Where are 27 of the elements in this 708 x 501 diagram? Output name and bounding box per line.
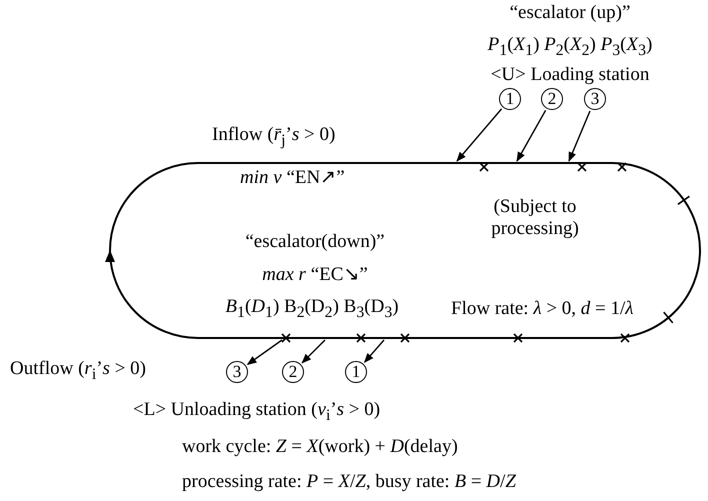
leader-arrow [302,340,326,364]
annotation-text: “escalator (up)” [510,2,630,24]
annotation-text: min v “EN↗” [240,167,345,189]
annotation-text: Flow rate: λ > 0, d = 1/λ [451,298,634,320]
annotation-text: “escalator(down)” [245,231,385,253]
leader-arrow [516,110,546,162]
annotation-text: <U> Loading station [490,64,650,86]
annotation-text: work cycle: Z = X(work) + D(delay) [182,436,458,458]
annotation-text: processing rate: P = X/Z, busy rate: B = D/Z [182,471,516,493]
leader-arrow [568,110,591,162]
annotation-text: max r “EC↘” [262,264,368,286]
callout-number: 2 [282,361,304,383]
leader-arrow [246,339,282,366]
callout-number: 1 [345,361,367,383]
annotation-text: B$_{1}$(D$_{1}$) B$_{2}$(D$_{2}$) B$_{3}$(D$_{3}$) [225,296,399,323]
callout-number: 3 [226,361,248,383]
annotation-text: Inflow (r̄$_{j}$’s > 0) [212,124,336,151]
loop-track-drawing [105,162,701,343]
annotation-text: Outflow (r$_{i}$’s > 0) [10,358,146,385]
annotation-text: <L> Unloading station (v$_{i}$’s > 0) [133,399,380,426]
leader-arrow [456,108,502,162]
callout-number: 2 [541,88,563,110]
annotation-text: (Subject to processing) [490,196,580,240]
callout-number: 3 [584,88,606,110]
callout-number: 1 [499,88,521,110]
leader-arrow [364,340,385,363]
annotation-text: P$_{1}$(X$_{1}$) P$_{2}$(X$_{2}$) P$_{3}$(X$_{3}$) [488,34,652,61]
